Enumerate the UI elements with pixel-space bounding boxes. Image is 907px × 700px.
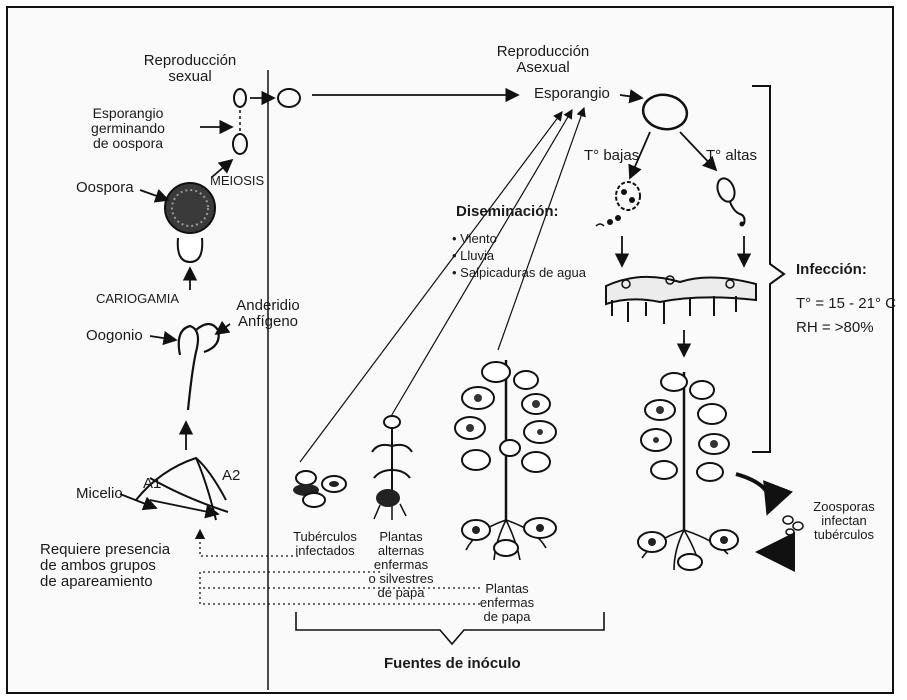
sexual-title: Reproducción sexual — [130, 53, 250, 85]
infection-humidity: RH = >80% — [796, 320, 874, 336]
infected-potato-plant-shape — [638, 372, 738, 570]
antheridium-label: Anderidio Anfígeno — [218, 298, 318, 330]
sporangium-sexual-shape — [278, 89, 300, 107]
infection-temperature: T° = 15 - 21° C — [796, 296, 896, 312]
sporangium-asexual-shape — [640, 91, 689, 132]
a1-label: A1 — [143, 476, 161, 492]
requirement-label: Requiere presencia de ambos grupos de ap… — [40, 542, 170, 590]
infection-bracket — [752, 86, 784, 452]
oogonium-label: Oogonio — [86, 328, 143, 344]
oospore-label: Oospora — [76, 180, 134, 196]
meiosis-label: MEIOSIS — [210, 174, 264, 188]
infection-title: Infección: — [796, 262, 867, 278]
germinating-sporangium-high-shape — [714, 176, 744, 227]
antheridium-shape — [196, 324, 219, 352]
karyogamy-label: CARIOGAMIA — [96, 292, 179, 306]
sources-title: Fuentes de inóculo — [384, 656, 521, 672]
infected-tubers-shape — [293, 471, 346, 507]
leaf-section-shape — [606, 276, 756, 324]
germinating-oospore-shape — [233, 134, 247, 154]
dissemination-item-wind-text: Viento — [460, 231, 497, 246]
dissemination-item-wind: • Viento — [452, 232, 497, 246]
sporangium-germinating-label: Esporangio germinando de oospora — [58, 106, 198, 151]
dissemination-item-splash-text: Salpicaduras de agua — [460, 265, 586, 280]
sources-bracket — [296, 612, 604, 644]
germinating-sporangium-shape — [234, 89, 246, 107]
oogonium-shape — [179, 326, 198, 410]
mycelium-label: Micelio — [76, 486, 123, 502]
diseased-potato-plant-shape — [455, 360, 556, 560]
low-temp-label: T° bajas — [584, 148, 639, 164]
dissemination-title: Diseminación: — [456, 204, 559, 220]
asexual-title: Reproducción Asexual — [478, 44, 608, 76]
dissemination-item-splash: • Salpicaduras de agua — [452, 266, 586, 280]
alternate-plant-shape — [372, 416, 412, 520]
a2-label: A2 — [222, 468, 240, 484]
sporangium-label: Esporangio — [534, 86, 610, 102]
dissemination-item-rain: • Lluvia — [452, 249, 494, 263]
high-temp-label: T° altas — [706, 148, 757, 164]
zoospores-label: Zoosporas infectan tubérculos — [796, 500, 892, 542]
diseased-potato-plants-label: Plantas enfermas de papa — [462, 582, 552, 624]
dissemination-item-rain-text: Lluvia — [460, 248, 494, 263]
alternate-plants-label: Plantas alternas enfermas o silvestres d… — [356, 530, 446, 600]
zoospores-arrow — [736, 474, 770, 512]
zoospores-cluster-shape — [596, 182, 640, 226]
